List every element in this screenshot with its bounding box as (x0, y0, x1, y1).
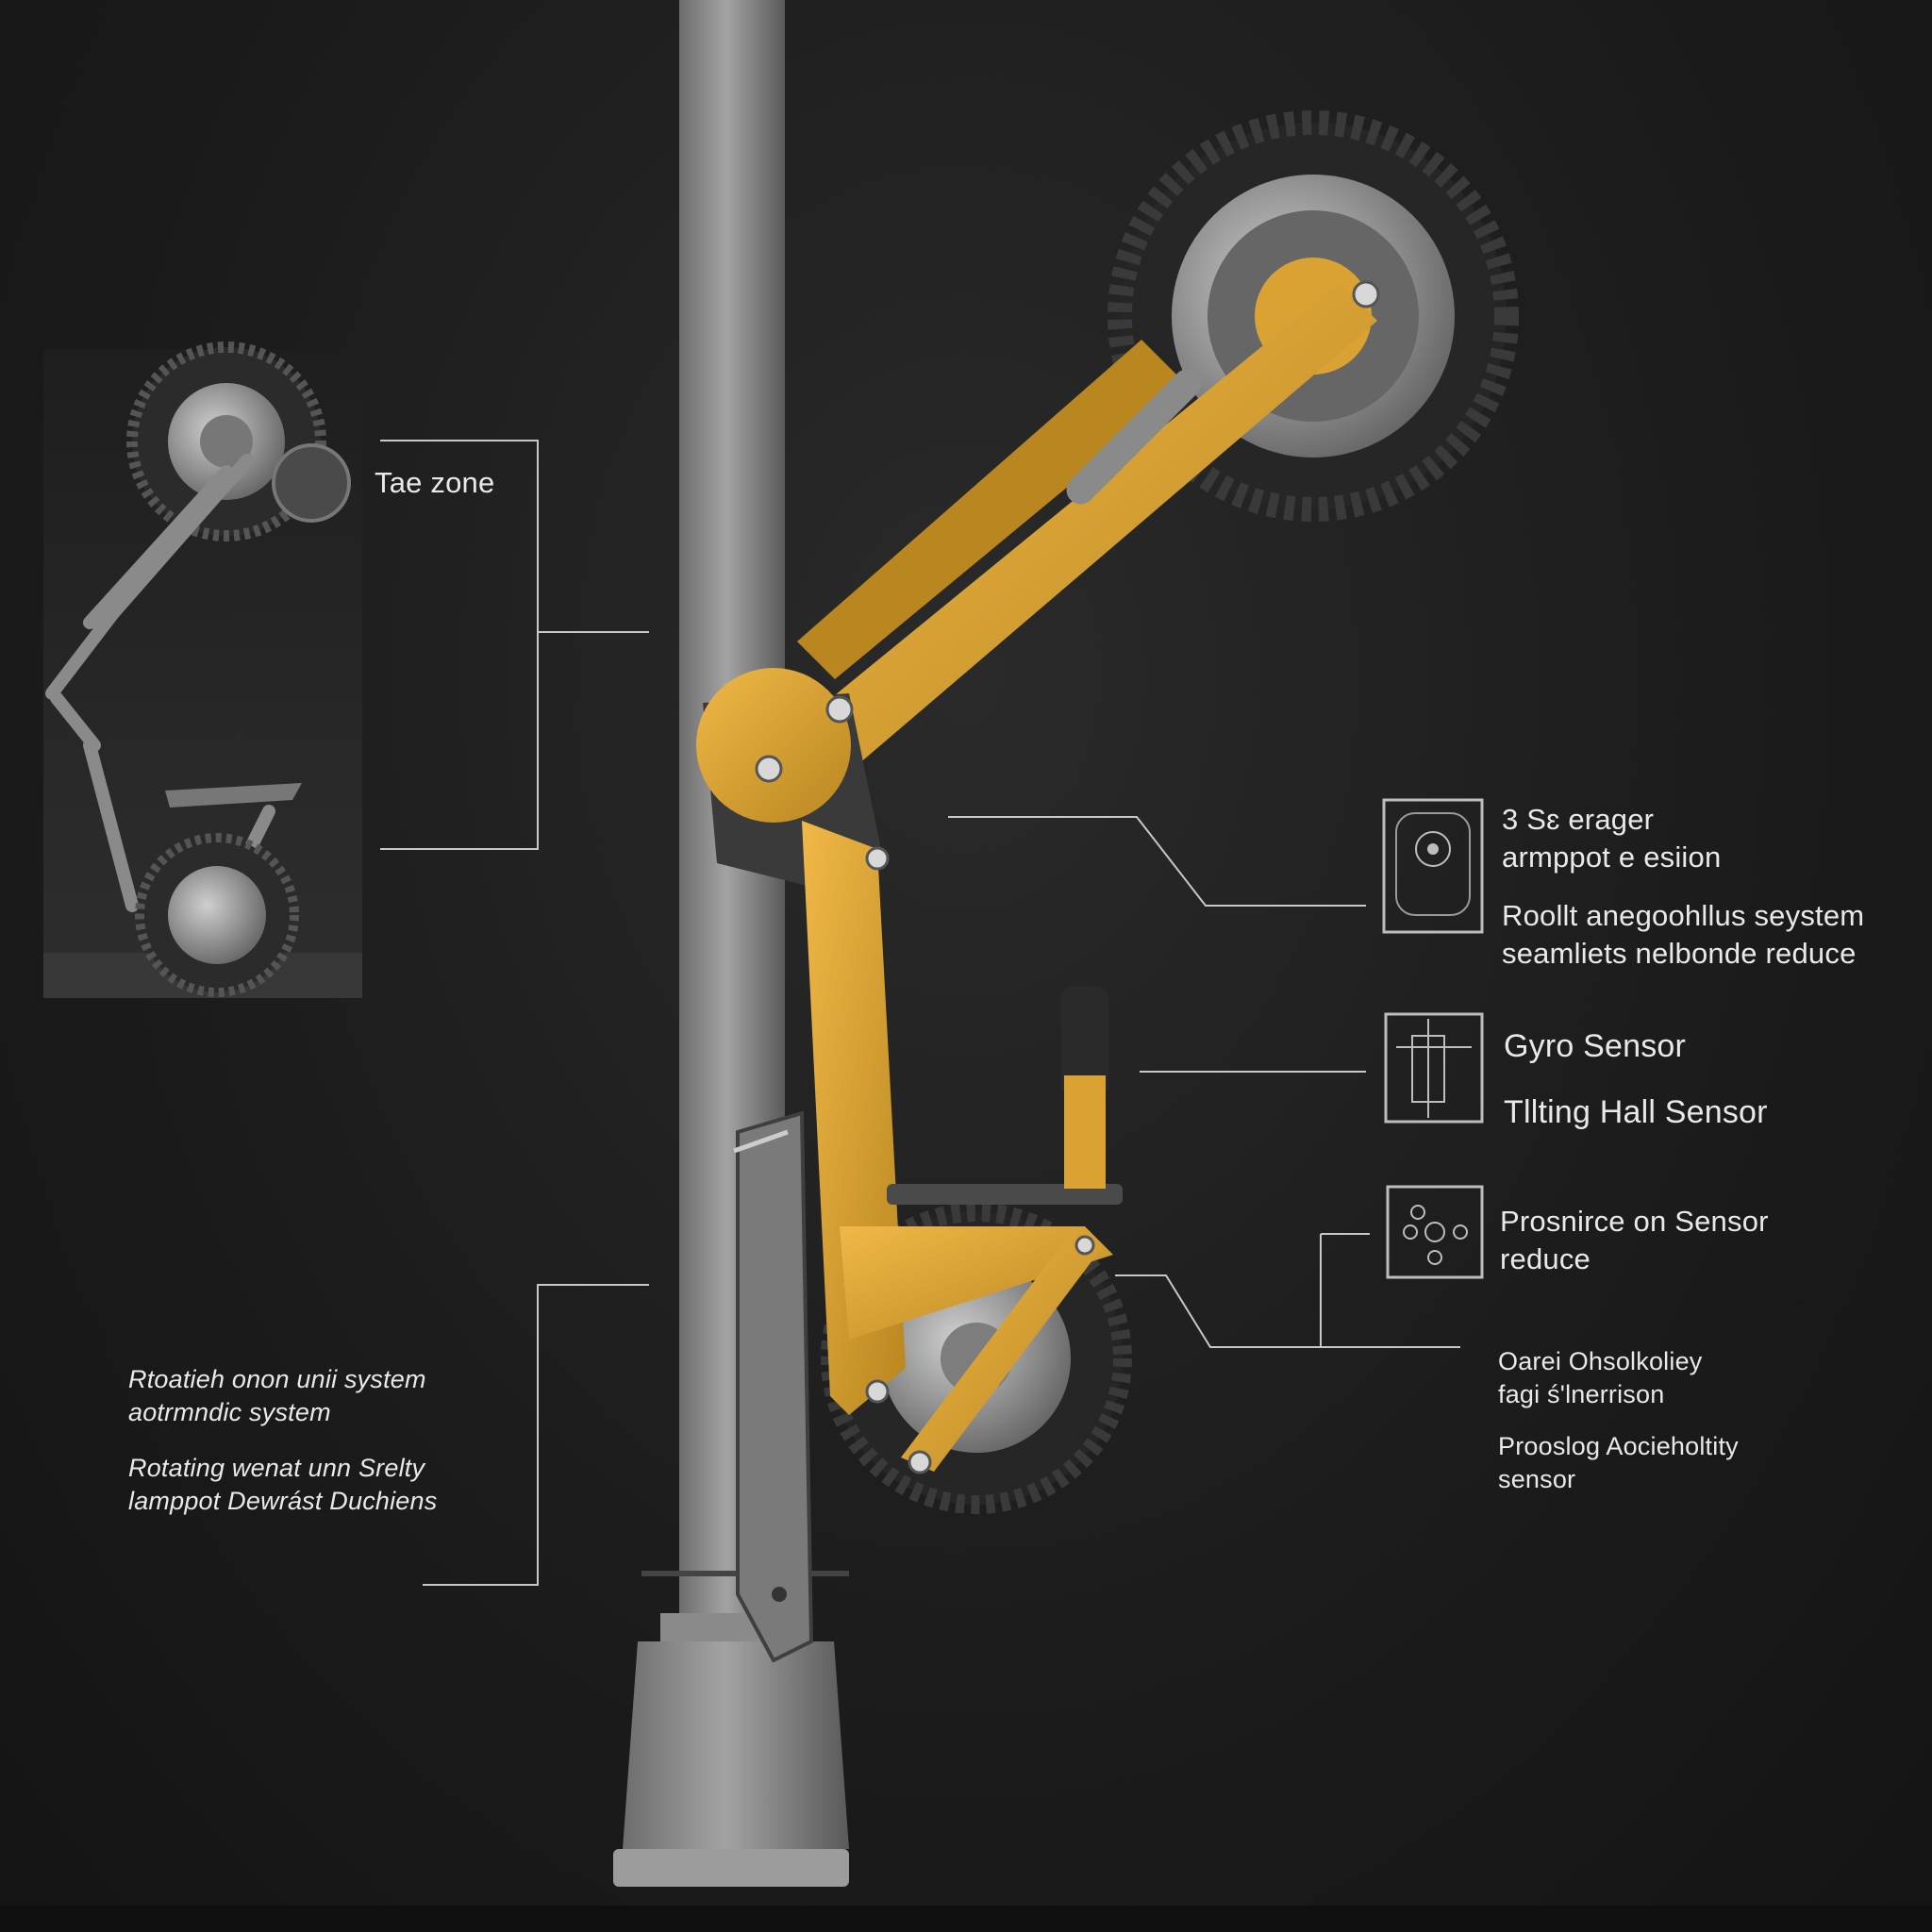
rotation-callout-line2: aotrmndic system (128, 1398, 331, 1426)
bolts (755, 280, 1380, 1474)
inset-mechanism-view (43, 341, 362, 998)
gyro-sensor-label: Gyro Sensor (1504, 1028, 1687, 1064)
leader-lines (380, 440, 1460, 1586)
inset-zone-label: Tae zone (375, 464, 494, 502)
pole-fold-bracket (733, 1110, 814, 1663)
tilting-hall-sensor-label: Tllting Hall Sensor (1504, 1094, 1768, 1130)
sensor-callout-4: Oarei Ohsolkoliey fagi ś'lnerrison Proos… (1498, 1345, 1739, 1496)
proximity-sensor-icon (1386, 1185, 1484, 1279)
sensor-callout-1: 3 Sɛ erager armppot e esiion Roollt aneg… (1502, 801, 1864, 973)
rotation-callout-line4: lamppot Dewrást Duchiens (128, 1487, 438, 1515)
camera-sensor-icon (1382, 798, 1484, 934)
sensor-callout-4-line3: Prooslog Aocieholtity (1498, 1432, 1739, 1460)
sensor-callout-1-line3: Roollt anegoohllus seystem (1502, 899, 1865, 932)
sensor-callout-4-line1: Oarei Ohsolkoliey (1498, 1347, 1703, 1375)
folding-arm (696, 283, 1377, 1472)
sensor-callout-1-line1: 3 Sɛ erager (1502, 803, 1655, 836)
sensor-callout-3-line2: reduce (1500, 1242, 1591, 1275)
rotation-system-callout: Rtoatieh onon unii system aotrmndic syst… (128, 1363, 437, 1518)
sensor-callout-3-line1: Prosnirce on Sensor (1500, 1205, 1769, 1238)
rotation-callout-line3: Rotating wenat unn Srelty (128, 1454, 425, 1482)
sensor-callout-2: Gyro Sensor Tllting Hall Sensor (1504, 1025, 1768, 1133)
inset-zone-text: Tae zone (375, 466, 495, 499)
sensor-callout-1-line4: seamliets nelbonde reduce (1502, 937, 1857, 970)
sensor-callout-3: Prosnirce on Sensor reduce (1500, 1203, 1769, 1278)
inset-upper-wheel (126, 341, 351, 541)
gyro-sensor-icon (1384, 1012, 1484, 1124)
rotation-callout-line1: Rtoatieh onon unii system (128, 1365, 426, 1393)
sensor-callout-4-line4: sensor (1498, 1465, 1576, 1493)
ground-strip (0, 1906, 1932, 1932)
inset-lower-wheel (135, 783, 302, 997)
sensor-callout-1-line2: armppot e esiion (1502, 841, 1722, 874)
sensor-callout-4-line2: fagi ś'lnerrison (1498, 1380, 1665, 1408)
